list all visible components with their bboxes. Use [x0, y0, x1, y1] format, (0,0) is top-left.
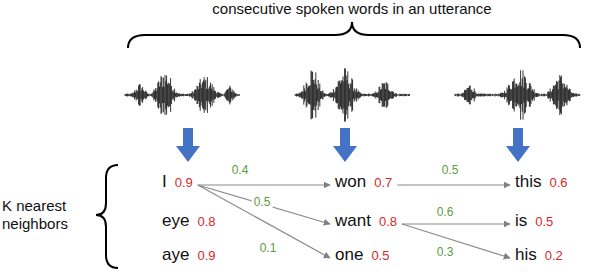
edge-weight: 0.1	[258, 241, 279, 255]
heading-label: consecutive spoken words in an utterance	[192, 0, 512, 18]
score-number: 0.8	[197, 214, 215, 229]
word-text: this	[515, 172, 541, 192]
score-number: 0.6	[549, 175, 567, 190]
word-text: one	[335, 245, 363, 265]
side-label: K nearest neighbors	[2, 197, 82, 233]
score-number: 0.9	[175, 175, 193, 190]
weighted-arrow	[198, 184, 330, 185]
score-number: 0.8	[379, 214, 397, 229]
score-number: 0.5	[535, 214, 553, 229]
word-candidate: is 0.5	[513, 211, 555, 231]
word-candidate: I 0.9	[160, 172, 195, 192]
edge-weight: 0.5	[440, 163, 461, 177]
score-number: 0.9	[197, 248, 215, 263]
waveforms	[125, 68, 580, 121]
word-text: is	[515, 211, 527, 231]
weighted-arrow	[198, 185, 330, 224]
top-brace	[128, 22, 580, 48]
edge-weight: 0.4	[230, 163, 251, 177]
waveform	[125, 75, 239, 115]
word-text: his	[515, 245, 537, 265]
weighted-arrow	[198, 185, 330, 258]
word-text: want	[335, 211, 371, 231]
weighted-arrow	[402, 223, 510, 224]
word-text: won	[335, 172, 366, 192]
word-candidate: aye 0.9	[160, 245, 218, 265]
word-text: aye	[162, 245, 189, 265]
waveform	[455, 70, 580, 119]
word-candidate: won 0.7	[333, 172, 394, 192]
score-number: 0.7	[374, 175, 392, 190]
score-number: 0.2	[545, 248, 563, 263]
weighted-arrow	[397, 184, 510, 185]
down-arrow	[506, 128, 530, 162]
weighted-arrow	[402, 224, 510, 258]
down-arrow	[333, 128, 357, 162]
word-candidate: his 0.2	[513, 245, 565, 265]
word-candidate: eye 0.8	[160, 211, 218, 231]
waveform	[295, 68, 409, 121]
word-text: eye	[162, 211, 189, 231]
word-candidate: want 0.8	[333, 211, 399, 231]
down-arrow	[176, 128, 200, 162]
score-number: 0.5	[371, 248, 389, 263]
word-candidate: this 0.6	[513, 172, 570, 192]
word-candidate: one 0.5	[333, 245, 391, 265]
left-brace	[96, 165, 118, 268]
edge-weight: 0.6	[435, 205, 456, 219]
edge-weight: 0.3	[435, 245, 456, 259]
word-text: I	[162, 172, 167, 192]
edge-weight: 0.5	[252, 195, 273, 209]
